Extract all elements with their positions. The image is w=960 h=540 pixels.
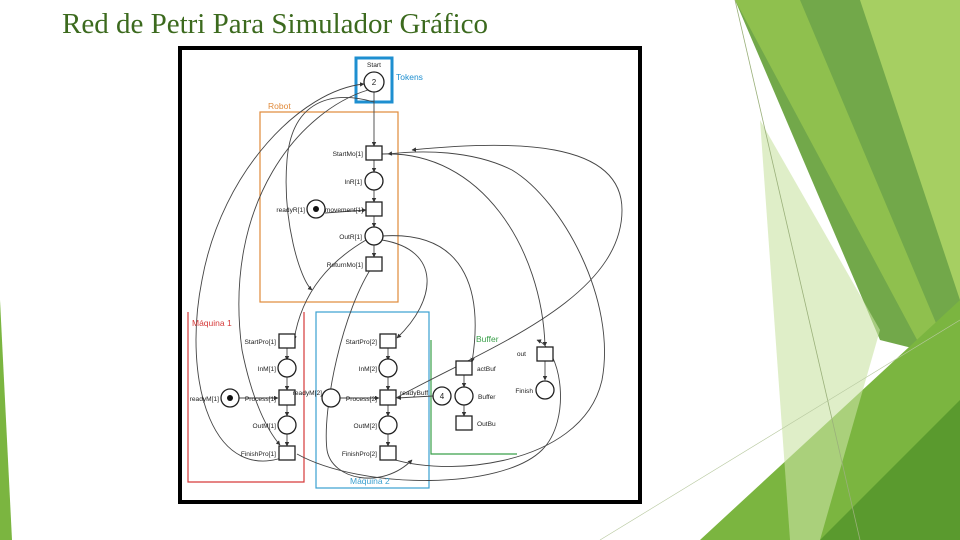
bg-line-2 <box>599 319 960 540</box>
machine1-outm-label: OutM[1] <box>253 423 277 430</box>
start-tokens-label: 2 <box>372 78 377 87</box>
bg-shape-band <box>735 0 960 420</box>
finish-label: Finish <box>515 388 533 395</box>
finish-place <box>535 380 555 400</box>
machine2-ready-place <box>321 388 341 408</box>
machine1-ready-token <box>227 395 233 401</box>
robot-group-frame <box>259 111 399 303</box>
machine1-finishpro-transition <box>278 445 296 461</box>
robot-returnmo-transition <box>365 256 383 272</box>
buffer-title: Buffer <box>476 334 499 344</box>
buffer-tokens-label: 4 <box>440 392 445 401</box>
buffer-out-transition <box>455 415 473 431</box>
machine1-startpro-transition <box>278 333 296 349</box>
arc-curve-9 <box>379 151 605 467</box>
bg-left-shape <box>0 300 12 540</box>
arc-curve-6 <box>292 239 367 341</box>
machine1-inm-label: InM[1] <box>258 366 276 373</box>
machine1-title: Máquina 1 <box>192 318 232 328</box>
arc-curve-2 <box>238 89 369 446</box>
arc-group <box>195 82 623 481</box>
arc-curve-5 <box>381 239 428 339</box>
machine2-finishpro-label: FinishPro[2] <box>342 451 377 458</box>
machine2-outm-label: OutM[2] <box>354 423 378 430</box>
machine2-title: Máquina 2 <box>350 476 390 486</box>
arc-curve-8 <box>296 339 561 481</box>
buffer-place-label: Buffer <box>478 394 496 401</box>
machine1-process-label: Process[1] <box>245 396 276 403</box>
machine2-startpro-transition <box>379 333 397 349</box>
slide-title: Red de Petri Para Simulador Gráfico <box>62 8 489 40</box>
buffer-act-transition <box>455 360 473 376</box>
machine1-in-place <box>277 358 297 378</box>
robot-inr-label: InR[1] <box>344 179 362 186</box>
robot-movement-label: movement[1] <box>325 207 363 214</box>
arc-curve-3 <box>381 153 548 347</box>
bg-shape-light <box>760 120 880 540</box>
machine1-out-place <box>277 415 297 435</box>
bg-line <box>734 0 861 540</box>
machine1-startpro-label: StartPro[1] <box>244 339 276 346</box>
arc-curve-11 <box>395 144 623 399</box>
arc-curve-4 <box>381 235 476 363</box>
machine2-in-place <box>378 358 398 378</box>
robot-title: Robot <box>268 101 291 111</box>
out-transition <box>536 346 554 362</box>
machine2-finishpro-transition <box>379 445 397 461</box>
buffer-ready-place <box>432 386 452 406</box>
robot-movement-transition <box>365 201 383 217</box>
arc-curve-10 <box>195 82 365 462</box>
buffer-ready-label: readyBuff <box>400 390 428 397</box>
machine2-out-place <box>378 415 398 435</box>
arc-curve-1 <box>285 97 375 291</box>
robot-ready-label: readyR[1] <box>276 207 305 214</box>
robot-startmo-label: StartMo[1] <box>333 151 364 158</box>
buffer-place <box>454 386 474 406</box>
machine1-ready-label: readyM[1] <box>190 396 219 403</box>
bg-shape-bottom-dark <box>820 400 960 540</box>
machine2-ready-label: readyM[2] <box>293 390 322 397</box>
robot-in-place <box>364 171 384 191</box>
tokens-title: Tokens <box>396 72 423 82</box>
machine2-startpro-label: StartPro[2] <box>345 339 377 346</box>
machine1-group-frame <box>187 312 305 483</box>
petri-net-figure: Start 2 Tokens Robot StartMo[1] InR[1] r… <box>178 46 642 504</box>
machine2-group-frame <box>315 311 430 489</box>
buffer-out-label: OutBu <box>477 421 496 428</box>
bg-shape-corner <box>860 0 960 300</box>
buffer-act-label: actBuf <box>477 366 496 373</box>
arc-readybuff-process <box>396 395 434 401</box>
start-label: Start <box>367 62 381 69</box>
arc-readyr-movement <box>324 208 367 214</box>
start-place <box>363 71 385 93</box>
machine2-inm-label: InM[2] <box>359 366 377 373</box>
robot-outr-label: OutR[1] <box>339 234 362 241</box>
machine1-finishpro-label: FinishPro[1] <box>241 451 276 458</box>
machine2-process-transition <box>379 389 397 406</box>
robot-startmo-transition <box>365 145 383 161</box>
robot-ready-token <box>313 206 319 212</box>
buffer-group-frame <box>430 340 517 455</box>
robot-out-place <box>364 226 384 246</box>
out-label: out <box>517 351 526 358</box>
machine2-process-label: Process[2] <box>346 396 377 403</box>
machine1-process-transition <box>278 389 296 406</box>
robot-returnmo-label: ReturnMo[1] <box>327 262 363 269</box>
